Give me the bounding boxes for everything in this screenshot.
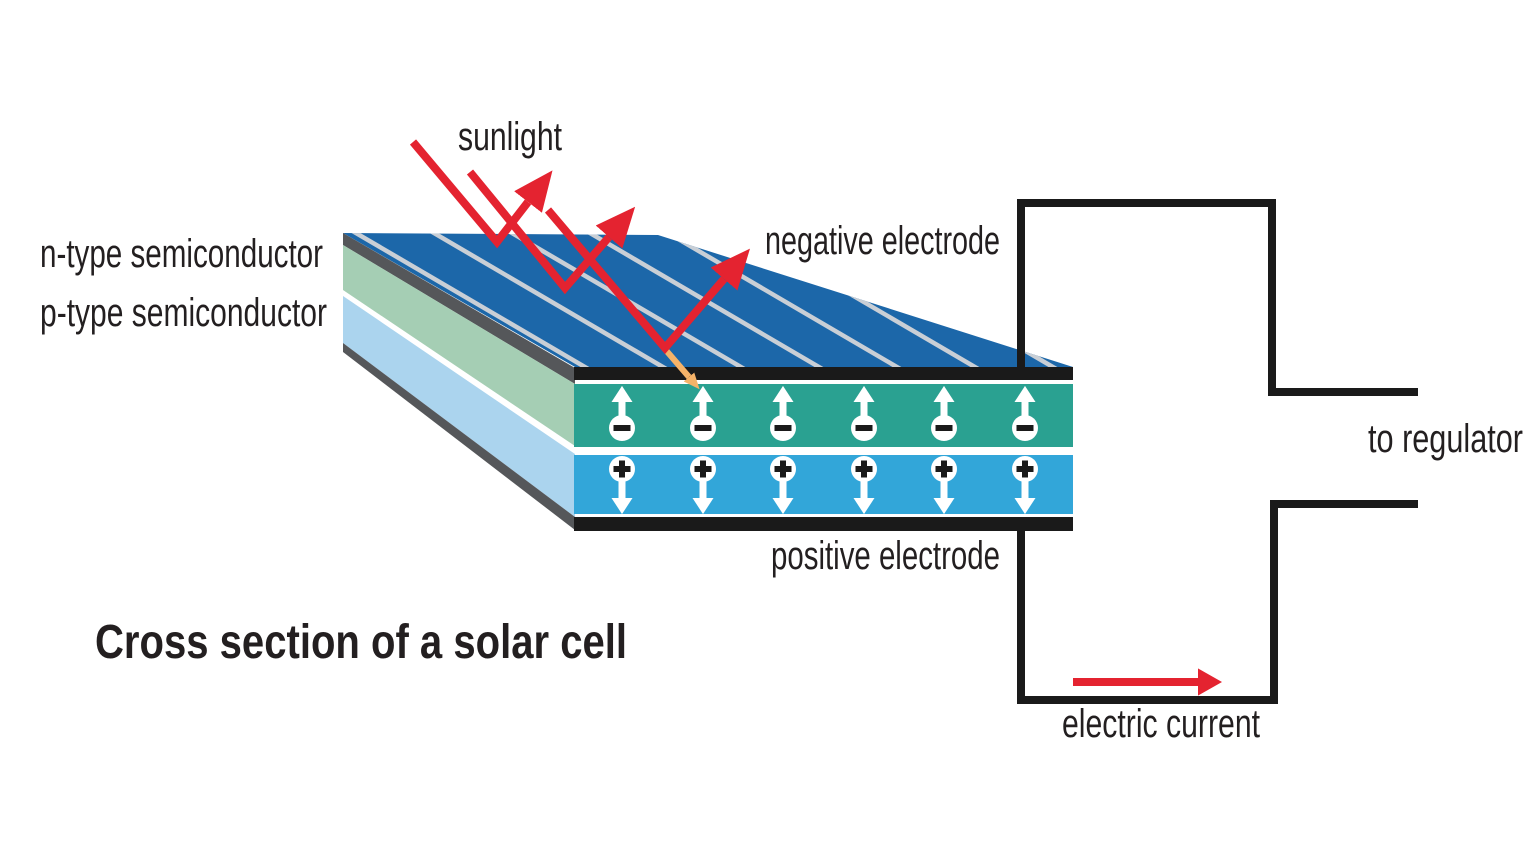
minus-icon — [1016, 425, 1034, 431]
diagram-title: Cross section of a solar cell — [95, 616, 627, 669]
minus-icon — [774, 425, 792, 431]
positive-electrode-strip — [574, 517, 1073, 531]
side-edge-bottom-gray — [343, 343, 575, 530]
plus-icon — [700, 460, 706, 478]
plus-icon — [780, 460, 786, 478]
negative-electrode-strip — [574, 367, 1073, 380]
minus-icon — [935, 425, 953, 431]
panel-stripe — [408, 233, 682, 367]
n-type-layer-front — [574, 384, 1073, 447]
panel-stripe — [343, 233, 604, 367]
sunlight-ray-1 — [409, 139, 553, 249]
p-type-semiconductor-label: p-type semiconductor — [40, 291, 327, 335]
panel-stripe — [642, 233, 916, 367]
minus-icon — [613, 425, 631, 431]
plus-icon — [1022, 460, 1028, 478]
plus-icon — [619, 460, 625, 478]
negative-electrode-label: negative electrode — [765, 219, 1000, 263]
positive-wire — [1017, 500, 1418, 704]
n-type-semiconductor-label: n-type semiconductor — [40, 232, 323, 276]
negative-wire — [1017, 199, 1418, 396]
n-type-layer-side — [343, 245, 575, 446]
to-regulator-label: to regulator — [1368, 417, 1523, 461]
plus-icon — [861, 460, 867, 478]
charge-carriers — [609, 385, 1038, 515]
electric-current-label: electric current — [1062, 702, 1260, 746]
transmitted-ray-arrow — [661, 346, 700, 390]
p-type-layer-side — [343, 296, 575, 517]
sunlight-ray-2 — [466, 169, 636, 295]
sunlight-ray-3 — [544, 207, 750, 355]
sunlight-label: sunlight — [458, 115, 562, 159]
positive-electrode-label: positive electrode — [771, 534, 1000, 578]
plus-icon — [941, 460, 947, 478]
minus-icon — [855, 425, 873, 431]
p-type-layer-front — [574, 455, 1073, 514]
side-edge-top-gray — [343, 233, 575, 384]
minus-icon — [694, 425, 712, 431]
